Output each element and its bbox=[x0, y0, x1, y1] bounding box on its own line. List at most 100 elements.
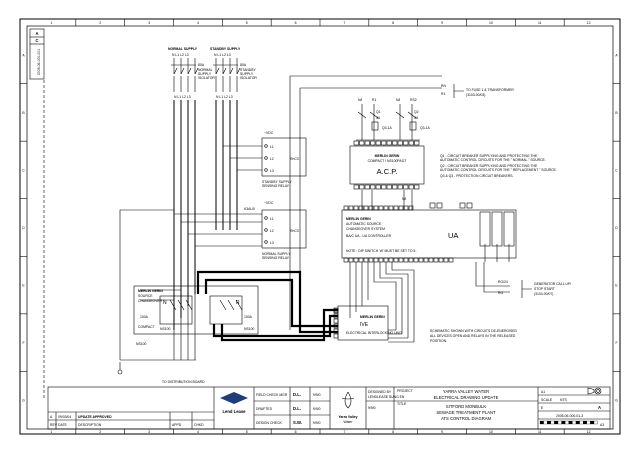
standby-relay-vdc: ~VDC bbox=[264, 131, 274, 135]
title-line-4: SEWAGE TREATMENT PLANT bbox=[436, 410, 496, 415]
drawn-label: DESIGNED BY bbox=[368, 390, 392, 394]
acp-wire-tag: N/I bbox=[402, 197, 406, 201]
revision-code: C bbox=[35, 38, 38, 43]
terminal bbox=[408, 184, 414, 190]
scale-segment bbox=[557, 420, 562, 425]
terminal bbox=[397, 140, 403, 146]
rev-head-apvd: APPD bbox=[172, 423, 182, 427]
row-label: A bbox=[22, 53, 25, 57]
row-label: G bbox=[615, 399, 618, 403]
rev-head-desc: DESCRIPTION bbox=[78, 423, 102, 427]
acp-label-2: COMPACT / NS100PAGT bbox=[368, 159, 407, 163]
scale-segment bbox=[568, 420, 573, 425]
row-label: G bbox=[22, 399, 25, 403]
terminal bbox=[393, 205, 399, 211]
projection-symbol bbox=[587, 387, 602, 395]
column-label: 5 bbox=[246, 21, 248, 25]
breaker-label-4: RS2 bbox=[410, 98, 417, 102]
scale-segment bbox=[550, 420, 555, 425]
terminal bbox=[378, 205, 384, 211]
breaker-label-2: R1 bbox=[372, 98, 376, 102]
control-breakers: N/I R1 N/I RS2 Q1 Q2 3A 3A Q3-1A Q3-1A bbox=[356, 98, 431, 141]
scale-value: NTS bbox=[560, 398, 568, 402]
normal-relay-t1: L1 bbox=[270, 217, 274, 221]
terminal bbox=[392, 140, 398, 146]
terminal bbox=[398, 205, 404, 211]
deenergised-line-1: SCHEMATIC SHOWN WITH CIRCUITS DE-ENERGIS… bbox=[430, 329, 518, 333]
column-label: 6 bbox=[295, 21, 297, 25]
breaker-note-5: Q3 & Q3 - PROTECTION CIRCUIT BREAKERS. bbox=[440, 174, 513, 178]
terminal bbox=[388, 257, 394, 263]
scale-segment bbox=[554, 420, 559, 425]
standby-isolator-line3: ISOLATOR bbox=[240, 76, 257, 80]
drawn-date: 9/9/0 bbox=[368, 406, 376, 410]
scale-segment bbox=[583, 420, 587, 425]
terminal bbox=[383, 257, 389, 263]
standby-sensing-relay: ~VDC L1 L2 L3 RnC3 STANDBY SUPPLY SENSIN… bbox=[261, 131, 307, 188]
column-label: 9 bbox=[441, 430, 443, 434]
scale-segment bbox=[590, 420, 595, 425]
terminal bbox=[364, 184, 370, 190]
ua-title: UA bbox=[448, 231, 458, 240]
terminal bbox=[333, 333, 339, 339]
breaker-note-4: AUTOMATIC CONTROL CIRCUITS FOR THE " REP… bbox=[440, 168, 557, 172]
ua-note: NOTE : DIP SWITCH 'W' MUST BE SET TO 5 . bbox=[346, 249, 417, 253]
terminal bbox=[348, 205, 354, 211]
rev-row-rev: A bbox=[50, 415, 53, 419]
revision-box: A C 2005-06-000-001 bbox=[29, 28, 45, 80]
scale-segment bbox=[565, 420, 569, 425]
transformer-note-line2: (3103-00/03) bbox=[466, 93, 485, 97]
normal-bus-label: N L1 L2 L3 bbox=[174, 95, 191, 99]
row-label: F bbox=[22, 341, 24, 345]
deenergised-line-2: ALL DEVICES OPEN AND RELAYS IN THE RELEA… bbox=[430, 334, 516, 338]
interlock-title: IVE bbox=[360, 322, 369, 328]
rev-head-chk: CHKD bbox=[194, 423, 204, 427]
busbars bbox=[140, 100, 238, 330]
terminal bbox=[373, 257, 379, 263]
terminal bbox=[388, 205, 394, 211]
normal-relay-t2: L2 bbox=[270, 229, 274, 233]
row-label: E bbox=[22, 284, 25, 288]
standby-relay-t3: L3 bbox=[270, 169, 274, 173]
changeover-n: N bbox=[163, 300, 167, 306]
terminal bbox=[364, 140, 370, 146]
column-label: 12 bbox=[587, 21, 591, 25]
normal-relay-device: RnC3 bbox=[290, 229, 299, 233]
column-label: 11 bbox=[538, 430, 542, 434]
size-tag: A3 bbox=[600, 423, 604, 427]
normal-supply-phases: N L1 L2 L3 bbox=[172, 53, 189, 57]
terminal bbox=[423, 257, 429, 263]
terminal bbox=[370, 184, 376, 190]
terminal bbox=[359, 140, 365, 146]
interlock-label-2: ELECTRICAL INTERLOCKING UNIT bbox=[346, 331, 402, 335]
normal-isolator-line3: ISOLATOR bbox=[198, 76, 215, 80]
terminal bbox=[438, 257, 444, 263]
interlock-power-lines bbox=[117, 270, 338, 375]
breaker-q2: Q2 bbox=[414, 110, 419, 114]
terminal bbox=[381, 140, 387, 146]
sign-init-1: D.L. bbox=[293, 392, 301, 397]
breaker-q4: Q3-1A bbox=[420, 126, 431, 130]
yarra-valley-logo: Yarra Valley Water bbox=[338, 391, 358, 424]
row-label: A bbox=[615, 53, 618, 57]
terminal bbox=[375, 184, 381, 190]
column-label: 4 bbox=[197, 430, 199, 434]
terminal bbox=[418, 257, 424, 263]
terminal bbox=[443, 257, 449, 263]
scale-segment bbox=[572, 420, 577, 425]
terminal bbox=[370, 140, 376, 146]
normal-sensing-relay: ~VDC K3AUX L1 L2 L3 RnC3 NORMAL SUPPLY S… bbox=[244, 201, 307, 260]
normal-isolator-line1: NORMAL bbox=[198, 68, 213, 72]
terminal bbox=[408, 205, 414, 211]
terminal bbox=[348, 257, 354, 263]
standby-isolator-rating: 80A bbox=[240, 63, 247, 67]
standby-relay-t2: L2 bbox=[270, 157, 274, 161]
terminal bbox=[428, 257, 434, 263]
terminal bbox=[353, 257, 359, 263]
row-label: D bbox=[615, 226, 618, 230]
rev-head-date: DATE bbox=[58, 423, 68, 427]
terminal bbox=[333, 323, 339, 329]
row-label: C bbox=[615, 168, 618, 172]
terminal bbox=[403, 205, 409, 211]
title-label: TITLE bbox=[397, 402, 407, 406]
